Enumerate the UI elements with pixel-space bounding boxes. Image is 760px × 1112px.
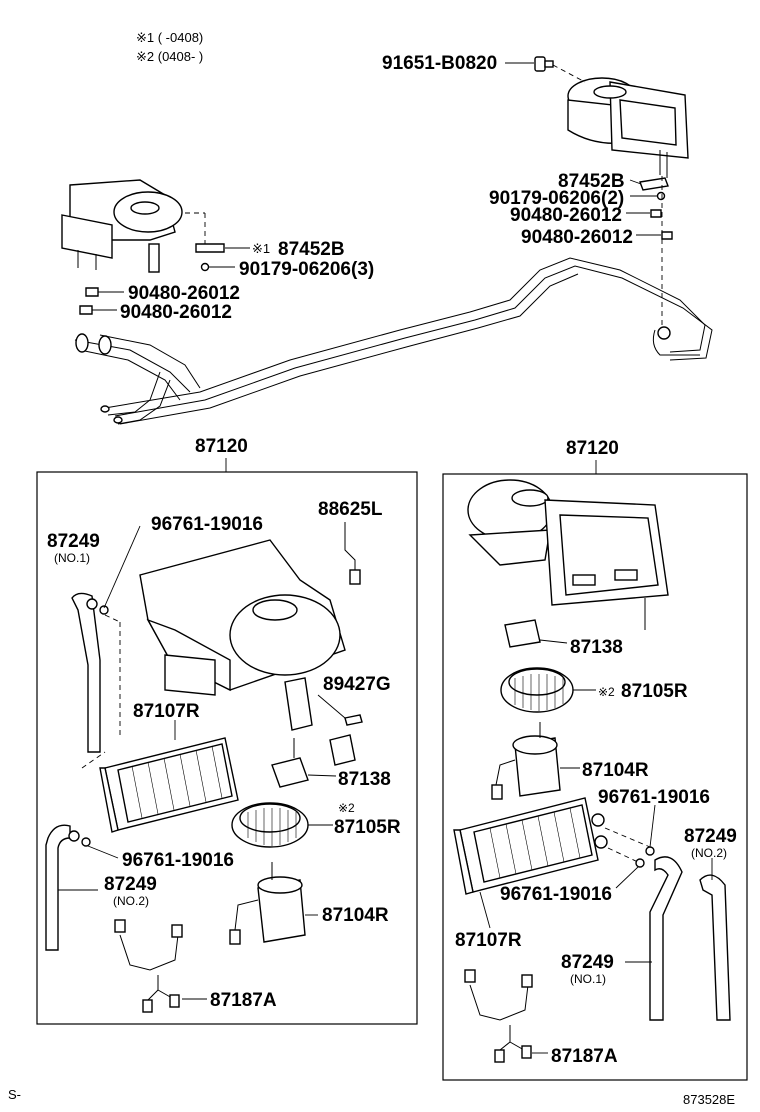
r-motor-illustration	[491, 722, 561, 800]
label-90480-26012-left-a[interactable]: 90480-26012	[128, 283, 240, 304]
top-bolt-icon	[534, 56, 554, 72]
left-unit-housing-illustration	[139, 539, 346, 696]
label-90179-06206-2[interactable]: 90179-06206(2)	[489, 188, 624, 209]
top-left-blower-illustration	[61, 179, 183, 273]
label-l-87249-no2-sub: (NO.2)	[113, 894, 149, 908]
l-fan-illustration	[231, 802, 309, 848]
label-90179-06206-3[interactable]: 90179-06206(3)	[239, 259, 374, 280]
top-left-fasteners	[79, 243, 225, 315]
label-r-87187A[interactable]: 87187A	[551, 1046, 618, 1067]
label-l-96761-19016-top[interactable]: 96761-19016	[151, 514, 263, 535]
pipe-run-illustration	[74, 257, 713, 425]
r-harness-illustration	[464, 969, 533, 1063]
left-unit-title[interactable]: 87120	[195, 436, 248, 457]
label-l-87187A[interactable]: 87187A	[210, 990, 277, 1011]
label-88625L[interactable]: 88625L	[318, 499, 383, 520]
right-unit-frame	[442, 473, 748, 1081]
label-r-96761-19016-bottom[interactable]: 96761-19016	[500, 884, 612, 905]
r-hose-no2-illustration	[699, 874, 731, 1021]
r-relay-illustration	[504, 619, 541, 648]
label-91651-B0820[interactable]: 91651-B0820	[382, 53, 497, 74]
l-resistor-illustration	[284, 677, 363, 766]
label-l-87249-no1[interactable]: 87249	[47, 531, 100, 552]
label-r-87138[interactable]: 87138	[570, 637, 623, 658]
legend-line-1: ※1 ( -0408)	[136, 30, 203, 45]
label-90480-26012-left-b[interactable]: 90480-26012	[120, 302, 232, 323]
label-r-87107R[interactable]: 87107R	[455, 930, 522, 951]
label-90480-26012-right-b[interactable]: 90480-26012	[521, 227, 633, 248]
label-l-87105R[interactable]: 87105R	[334, 817, 401, 838]
label-r-87105R[interactable]: 87105R	[621, 681, 688, 702]
l-hose-no2-illustration	[45, 824, 91, 951]
l-core-illustration	[99, 737, 239, 833]
label-l-96761-19016-bottom[interactable]: 96761-19016	[122, 850, 234, 871]
diagram-id: 873528E	[683, 1092, 735, 1107]
left-unit-frame	[36, 471, 418, 1025]
r-hose-no1-illustration	[649, 856, 683, 1021]
label-l-87107R[interactable]: 87107R	[133, 701, 200, 722]
label-89427G[interactable]: 89427G	[323, 674, 391, 695]
label-r-87104R[interactable]: 87104R	[582, 760, 649, 781]
label-87452B-left[interactable]: 87452B	[278, 239, 345, 260]
label-l-87249-no1-sub: (NO.1)	[54, 551, 90, 565]
legend-line-2: ※2 (0408- )	[136, 49, 203, 64]
r-fan-illustration	[500, 667, 574, 713]
label-l-87138[interactable]: 87138	[338, 769, 391, 790]
label-mark-1: ※1	[252, 241, 270, 256]
right-unit-title[interactable]: 87120	[566, 438, 619, 459]
r-clamps-illustration	[635, 846, 655, 868]
top-right-blower-illustration	[567, 77, 689, 178]
r-core-illustration	[453, 797, 608, 895]
label-r-mark-2: ※2	[598, 685, 615, 699]
l-sensor-illustration	[344, 522, 361, 585]
label-r-87249-no2-sub: (NO.2)	[691, 846, 727, 860]
label-l-87104R[interactable]: 87104R	[322, 905, 389, 926]
top-right-fasteners	[639, 177, 673, 240]
l-harness-illustration	[114, 919, 183, 1013]
label-90480-26012-right-a[interactable]: 90480-26012	[510, 205, 622, 226]
label-r-87249-no2[interactable]: 87249	[684, 826, 737, 847]
label-r-87249-no1-sub: (NO.1)	[570, 972, 606, 986]
label-87452B-right[interactable]: 87452B	[558, 171, 625, 192]
l-motor-illustration	[229, 862, 306, 945]
footer-left-code: S-	[8, 1087, 21, 1102]
label-r-96761-19016-top[interactable]: 96761-19016	[598, 787, 710, 808]
l-relay-illustration	[271, 738, 309, 788]
label-l-87249-no2[interactable]: 87249	[104, 874, 157, 895]
l-hose-no1-illustration	[71, 592, 109, 753]
label-l-mark-2: ※2	[338, 801, 355, 815]
label-r-87249-no1[interactable]: 87249	[561, 952, 614, 973]
right-unit-housing-illustration	[467, 479, 669, 630]
